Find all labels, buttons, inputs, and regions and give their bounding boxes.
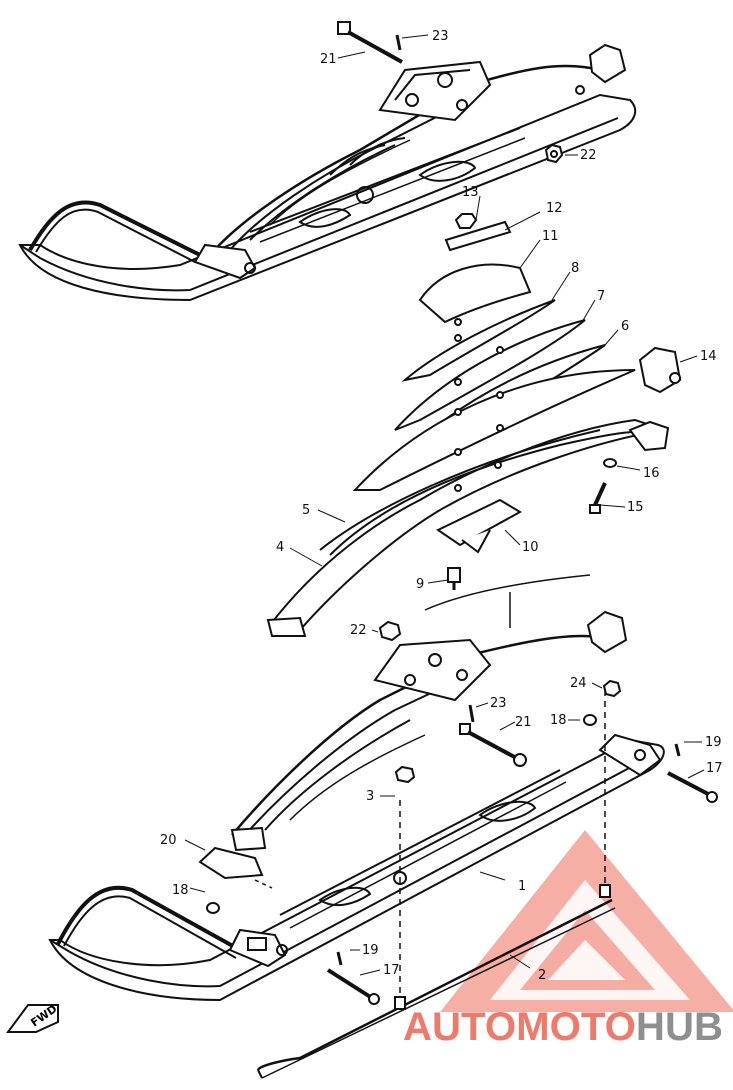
washer-18-lower <box>206 902 220 914</box>
pin-19-upper <box>674 743 681 757</box>
callout-21-lower: 21 <box>515 715 532 730</box>
eye-block-14 <box>638 346 682 394</box>
bolt-9 <box>447 567 461 590</box>
washer-16 <box>603 458 617 468</box>
nut-24 <box>602 679 622 698</box>
callout-23-top: 23 <box>432 29 449 44</box>
nut-3 <box>394 765 416 784</box>
top-ski-assembly <box>18 43 637 302</box>
callout-18-lower: 18 <box>172 883 189 898</box>
callout-11: 11 <box>542 229 559 244</box>
watermark-auto: AUTO <box>403 1005 516 1049</box>
callout-8: 8 <box>571 261 579 276</box>
leaf-7 <box>394 319 586 431</box>
callout-15: 15 <box>627 500 644 515</box>
top-bolt-21 <box>337 21 403 64</box>
callout-18-upper: 18 <box>550 713 567 728</box>
callout-5: 5 <box>302 503 310 518</box>
bolt-15 <box>589 482 607 514</box>
callout-23-lower: 23 <box>490 696 507 711</box>
lower-ski-assembly <box>48 610 665 1079</box>
callout-20: 20 <box>160 833 177 848</box>
callout-19-upper: 19 <box>705 735 722 750</box>
callout-14: 14 <box>700 349 717 364</box>
top-nut-22 <box>544 143 564 164</box>
leaf-8 <box>401 299 556 382</box>
forward-direction-arrow: FWD <box>6 1002 59 1033</box>
callout-4: 4 <box>276 540 284 555</box>
callout-12: 12 <box>546 201 563 216</box>
plate-12 <box>444 220 512 252</box>
callout-2: 2 <box>538 968 546 983</box>
leaf-5 <box>352 369 636 491</box>
saddle-11 <box>418 263 532 324</box>
watermark-hub: HUB <box>636 1005 723 1049</box>
callout-9: 9 <box>416 577 424 592</box>
callout-7: 7 <box>597 289 605 304</box>
top-pin-23 <box>395 34 402 51</box>
watermark-brand-text: AUTOMOTOHUB <box>403 1005 723 1049</box>
svg-text:AUTOMOTOHUB: AUTOMOTOHUB <box>403 1005 723 1049</box>
bolt-21-lower <box>459 723 527 767</box>
callout-21-top: 21 <box>320 52 337 67</box>
nut-13 <box>454 213 478 229</box>
washer-18-upper <box>583 714 597 726</box>
callout-10: 10 <box>522 540 539 555</box>
callout-22-lower: 22 <box>350 623 367 638</box>
callout-1: 1 <box>518 879 526 894</box>
bracket-10 <box>436 498 523 547</box>
callout-17-upper: 17 <box>706 761 723 776</box>
nut-22-lower <box>378 620 402 642</box>
callout-24: 24 <box>570 676 587 691</box>
callout-17-lower: 17 <box>383 963 400 978</box>
callout-labels: 23 21 22 13 12 11 8 7 6 14 16 15 5 10 4 … <box>160 29 723 983</box>
callout-leader-lines <box>184 34 705 976</box>
pin-19-lower <box>336 951 343 966</box>
pin-23-lower <box>468 704 475 723</box>
callout-3: 3 <box>366 789 374 804</box>
leaf-spring-stack <box>266 213 682 637</box>
watermark-moto: MOTO <box>516 1005 636 1049</box>
bolt-17-lower <box>326 968 380 1005</box>
callout-13: 13 <box>462 185 479 200</box>
callout-22-top: 22 <box>580 148 597 163</box>
assembly-bracket-line <box>424 574 591 628</box>
callout-6: 6 <box>621 319 629 334</box>
callout-16: 16 <box>643 466 660 481</box>
callout-19-lower: 19 <box>362 943 379 958</box>
bolt-17-upper <box>667 771 718 803</box>
lower-hardware <box>206 620 718 1005</box>
